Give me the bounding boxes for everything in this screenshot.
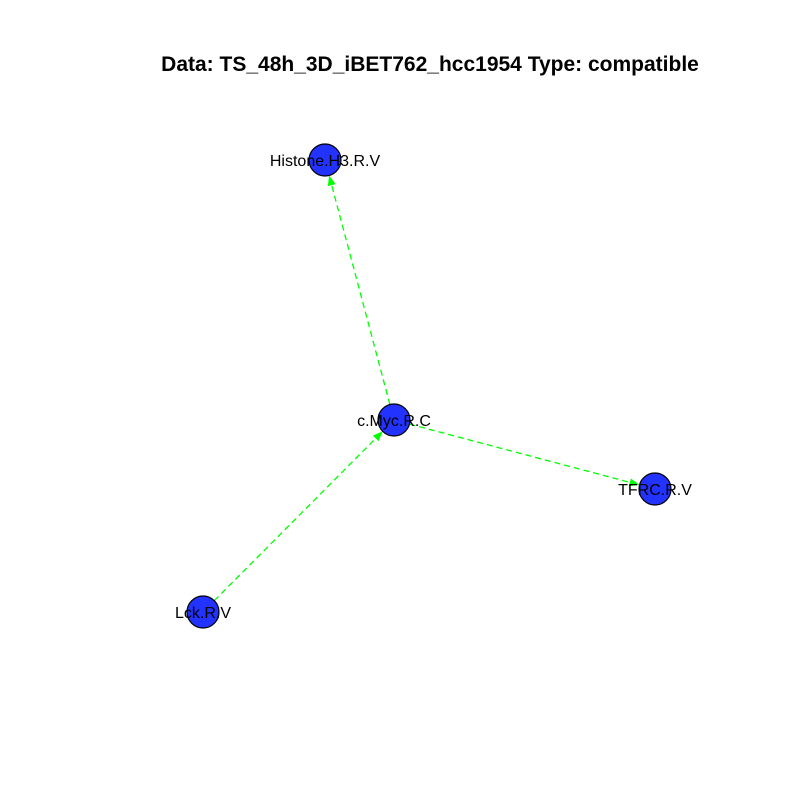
node-tfrc: TFRC.R.V bbox=[618, 472, 692, 506]
node-circle bbox=[377, 403, 411, 437]
edges-layer bbox=[213, 175, 640, 602]
node-circle bbox=[638, 472, 672, 506]
edge-lck-to-cmyc bbox=[213, 431, 383, 602]
diagram-title: Data: TS_48h_3D_iBET762_hcc1954 Type: co… bbox=[161, 53, 699, 76]
node-label: c.Myc.R.C bbox=[357, 413, 431, 430]
node-lck: Lck.R.V bbox=[175, 595, 231, 629]
edge-cmyc-to-histone bbox=[327, 175, 391, 405]
nodes-layer: Histone.H3.R.V c.Myc.R.C TFRC.R.V Lck.R.V bbox=[175, 143, 692, 629]
edge-cmyc-to-tfrc bbox=[409, 423, 640, 487]
node-label: TFRC.R.V bbox=[618, 482, 692, 499]
node-cmyc: c.Myc.R.C bbox=[357, 403, 431, 437]
node-histone: Histone.H3.R.V bbox=[270, 143, 381, 177]
node-circle bbox=[308, 143, 342, 177]
node-label: Histone.H3.R.V bbox=[270, 153, 381, 170]
node-circle bbox=[186, 595, 220, 629]
node-label: Lck.R.V bbox=[175, 605, 231, 622]
